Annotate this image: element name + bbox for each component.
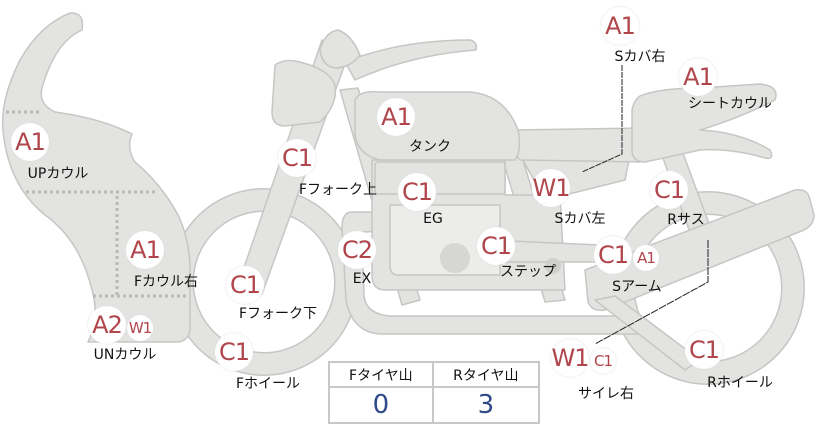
seat-cowl-shape bbox=[631, 83, 777, 163]
part-label-up-cowl: UPカウル bbox=[27, 166, 89, 182]
leader-lines bbox=[581, 65, 709, 345]
part-label-ex: EX bbox=[352, 271, 372, 287]
grade-badge-s-cover-left[interactable]: W1 bbox=[532, 169, 571, 207]
part-label-r-wheel: Rホイール bbox=[707, 375, 773, 391]
tyre-tread-table: Fタイヤ山 Rタイヤ山 0 3 bbox=[328, 361, 541, 424]
grade-badge-silencer-right-secondary[interactable]: C1 bbox=[590, 348, 616, 374]
part-label-f-cowl-right: Fカウル右 bbox=[133, 274, 199, 290]
part-label-s-cover-left: Sカバ左 bbox=[554, 211, 606, 227]
part-label-f-fork-upper: Fフォーク上 bbox=[298, 182, 378, 198]
grade-badge-silencer-right[interactable]: W1 bbox=[551, 339, 590, 377]
headlight-shape bbox=[271, 59, 337, 127]
part-label-tank: タンク bbox=[409, 139, 451, 155]
part-label-s-cover-right: Sカバ右 bbox=[614, 49, 666, 65]
grade-badge-un-cowl[interactable]: A2 bbox=[88, 306, 126, 344]
grade-badge-step[interactable]: C1 bbox=[477, 227, 515, 265]
grade-badge-tank[interactable]: A1 bbox=[377, 98, 415, 136]
grade-badge-f-fork-lower[interactable]: C1 bbox=[226, 266, 264, 304]
frame-top-shape bbox=[344, 39, 478, 81]
swing-arm-shape bbox=[584, 188, 815, 312]
part-label-r-sus: Rサス bbox=[667, 212, 705, 228]
seat-shape bbox=[512, 127, 641, 163]
grade-badge-un-cowl-secondary[interactable]: W1 bbox=[127, 315, 153, 341]
part-label-f-fork-lower: Fフォーク下 bbox=[238, 306, 318, 322]
grade-badge-r-sus[interactable]: C1 bbox=[650, 171, 688, 209]
grade-badge-s-arm-secondary[interactable]: A1 bbox=[633, 245, 659, 271]
grade-badge-s-arm[interactable]: C1 bbox=[594, 236, 632, 274]
part-label-s-arm: Sアーム bbox=[612, 279, 662, 295]
grade-badge-seat-cowl[interactable]: A1 bbox=[679, 58, 717, 96]
grade-badge-f-fork-upper[interactable]: C1 bbox=[278, 139, 316, 177]
part-label-step: ステップ bbox=[500, 264, 556, 280]
rear-tyre-header: Rタイヤ山 bbox=[431, 361, 541, 388]
grade-badge-f-cowl-right[interactable]: A1 bbox=[126, 231, 164, 269]
part-label-un-cowl: UNカウル bbox=[93, 347, 157, 363]
grade-badge-s-cover-right[interactable]: A1 bbox=[601, 7, 639, 45]
grade-badge-f-wheel[interactable]: C1 bbox=[215, 333, 253, 371]
rear-tyre-value[interactable]: 3 bbox=[431, 386, 541, 424]
part-label-silencer-right: サイレ右 bbox=[578, 386, 634, 402]
part-label-eg: EG bbox=[423, 211, 443, 227]
grade-badge-eg[interactable]: C1 bbox=[398, 173, 436, 211]
front-tyre-header: Fタイヤ山 bbox=[328, 361, 434, 388]
grade-badge-r-wheel[interactable]: C1 bbox=[685, 331, 723, 369]
part-label-seat-cowl: シートカウル bbox=[688, 96, 772, 112]
grade-badge-ex[interactable]: C2 bbox=[338, 231, 376, 269]
grade-badge-up-cowl[interactable]: A1 bbox=[11, 123, 49, 161]
part-label-f-wheel: Fホイール bbox=[235, 376, 301, 392]
front-tyre-value[interactable]: 0 bbox=[328, 386, 434, 424]
